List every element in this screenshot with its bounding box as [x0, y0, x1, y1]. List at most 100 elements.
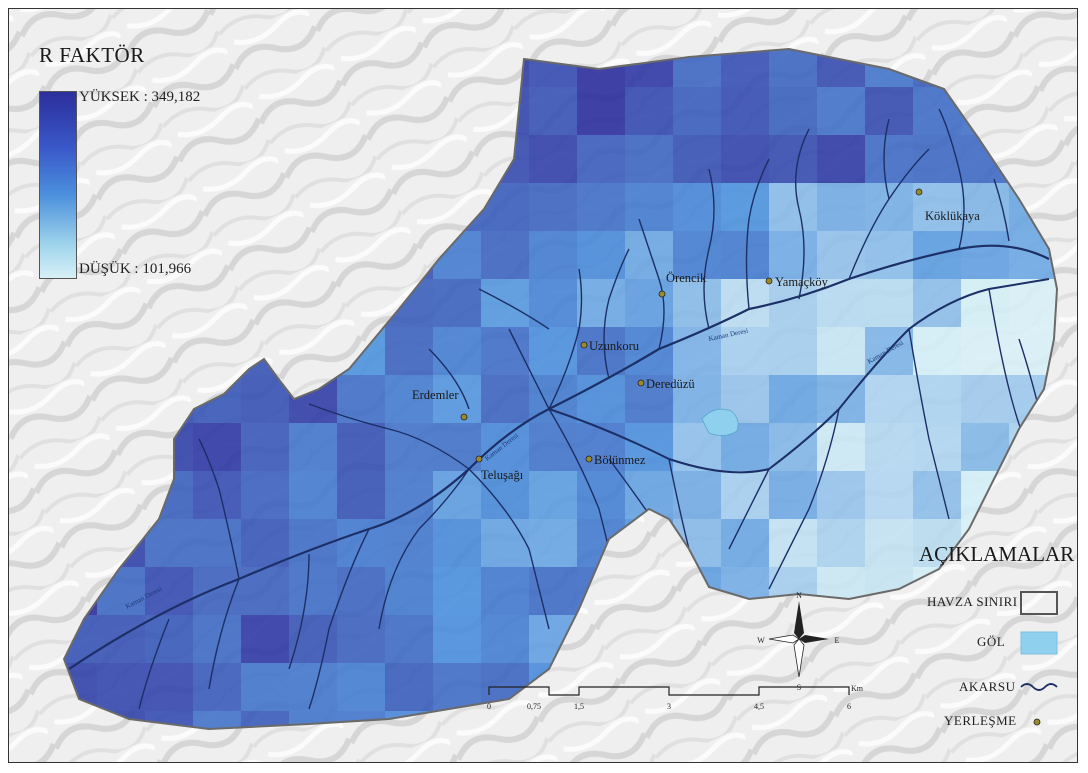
raster-cell: [769, 87, 817, 135]
raster-cell: [481, 567, 529, 615]
raster-cell: [193, 615, 241, 663]
scale-tick-label: 4,5: [754, 702, 764, 711]
raster-cell: [577, 327, 625, 375]
basin-boundary-symbol: [1020, 591, 1058, 615]
raster-cell: [769, 49, 817, 87]
raster-cell: [145, 663, 193, 711]
raster-cell: [625, 375, 673, 423]
raster-cell: [769, 471, 817, 519]
raster-cell: [385, 327, 433, 375]
settlement-label: Bölünmez: [594, 453, 646, 467]
lake-symbol: [1020, 631, 1058, 655]
raster-cell: [721, 87, 769, 135]
raster-cell: [865, 375, 913, 423]
raster-cell: [337, 615, 385, 663]
settlement-label: Köklükaya: [925, 209, 980, 223]
legend-basin-label: HAVZA SINIRI: [927, 594, 1018, 609]
raster-cell: [529, 327, 577, 375]
raster-cell: [913, 231, 961, 279]
raster-cell: [529, 231, 577, 279]
settlement-label: Uzunkoru: [589, 339, 640, 353]
north-label: N: [796, 591, 802, 600]
raster-cell: [337, 567, 385, 615]
raster-cell: [529, 279, 577, 327]
raster-cell: [385, 423, 433, 471]
raster-cell: [817, 423, 865, 471]
raster-cell: [721, 471, 769, 519]
raster-cell: [289, 615, 337, 663]
raster-cell: [961, 231, 1009, 279]
raster-cell: [433, 663, 481, 711]
scale-tick-label: 0: [487, 702, 491, 711]
legend2-title: AÇIKLAMALAR: [919, 542, 1075, 566]
raster-cell: [673, 327, 721, 375]
raster-cell: [241, 615, 289, 663]
raster-cell: [481, 375, 529, 423]
raster-cell: [97, 615, 145, 663]
raster-cell: [193, 567, 241, 615]
raster-cell: [721, 327, 769, 375]
raster-cell: [721, 231, 769, 279]
raster-cell: [865, 135, 913, 183]
settlement-dot: [658, 290, 666, 298]
raster-cell: [817, 135, 865, 183]
raster-cell: [433, 423, 481, 471]
raster-cell: [337, 471, 385, 519]
raster-cell: [817, 87, 865, 135]
raster-cell: [289, 663, 337, 711]
raster-cell: [193, 663, 241, 711]
scale-tick-label: 1,5: [574, 702, 584, 711]
raster-cell: [385, 375, 433, 423]
raster-cell: [433, 519, 481, 567]
raster-cell: [241, 711, 289, 729]
raster-cell: [145, 567, 193, 615]
raster-cell: [769, 375, 817, 423]
settlement-dot: [637, 379, 645, 387]
raster-cell: [673, 231, 721, 279]
raster-cell: [625, 423, 673, 471]
raster-cell: [529, 471, 577, 519]
raster-cell: [577, 423, 625, 471]
raster-cell: [673, 135, 721, 183]
color-ramp: [39, 91, 77, 279]
raster-cell: [241, 423, 289, 471]
raster-cell: [577, 231, 625, 279]
raster-cell: [337, 423, 385, 471]
raster-cell: [433, 567, 481, 615]
raster-cell: [529, 135, 577, 183]
raster-cell: [673, 471, 721, 519]
raster-cell: [577, 87, 625, 135]
raster-cell: [433, 327, 481, 375]
raster-cell: [481, 423, 529, 471]
legend-stream-label: AKARSU: [959, 679, 1016, 694]
settlement-dot: [915, 188, 923, 196]
raster-cell: [817, 375, 865, 423]
settlement-dot: [585, 455, 593, 463]
raster-cell: [769, 519, 817, 567]
east-label: E: [835, 636, 840, 645]
raster-cell: [769, 231, 817, 279]
raster-cell: [481, 519, 529, 567]
settlement-label: Teluşağı: [481, 468, 524, 482]
raster-cell: [433, 615, 481, 663]
raster-cell: [385, 615, 433, 663]
raster-cell: [673, 279, 721, 327]
raster-cell: [385, 567, 433, 615]
raster-cell: [865, 471, 913, 519]
raster-cell: [673, 87, 721, 135]
raster-cell: [625, 87, 673, 135]
raster-cell: [289, 471, 337, 519]
lake: [701, 408, 739, 436]
raster-cell: [529, 519, 577, 567]
settlement-label: Yamaçköy: [775, 275, 829, 289]
map-canvas: Kaman Deresi Kaman Deresi Kaman Deresi K…: [9, 9, 1077, 762]
raster-cell: [625, 231, 673, 279]
raster-cell: [529, 87, 577, 135]
settlements-layer: KöklükayaYamaçköyÖrencikUzunkoruDeredüzü…: [412, 188, 980, 482]
raster-cell: [385, 663, 433, 711]
raster-cell: [769, 183, 817, 231]
west-label: W: [757, 636, 765, 645]
stream-symbol: [1020, 683, 1058, 691]
scale-tick-label: 0,75: [527, 702, 541, 711]
